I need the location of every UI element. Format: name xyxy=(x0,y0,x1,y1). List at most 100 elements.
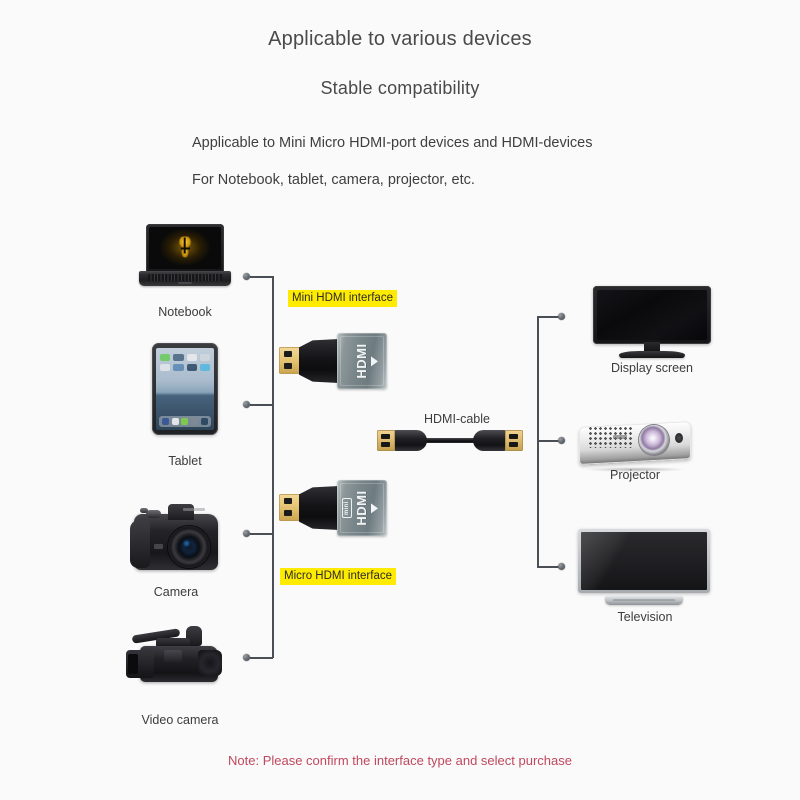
camera-shutter-button xyxy=(140,508,148,513)
source-label-notebook: Notebook xyxy=(158,305,212,319)
target-node-projector xyxy=(558,436,565,444)
tv-panel xyxy=(578,529,710,593)
purchase-note: Note: Please confirm the interface type … xyxy=(228,753,572,768)
micro-hdmi-plug xyxy=(279,494,301,521)
tablet-icon xyxy=(152,343,218,435)
camcorder-lens xyxy=(198,650,222,676)
connector-contact-bottom xyxy=(381,442,390,447)
adapter-hdmi-text: HDMI xyxy=(354,490,369,526)
projector-vent-grille xyxy=(588,426,634,448)
tablet-app-grid xyxy=(160,354,210,371)
laptop-icon xyxy=(139,224,231,286)
cable-connector-left xyxy=(377,430,395,451)
plug-contact-top xyxy=(284,498,292,504)
connector-contact-bottom xyxy=(509,442,518,447)
source-bracket-spine xyxy=(272,276,274,658)
projector-lens xyxy=(639,425,669,455)
source-label-video-camera: Video camera xyxy=(141,713,219,727)
adapter-shell: mini HDMI xyxy=(337,480,387,536)
tv-icon xyxy=(578,529,710,605)
target-label-projector: Projector xyxy=(609,468,661,482)
camcorder-top-handle xyxy=(156,638,190,648)
laptop-touchpad xyxy=(178,282,192,284)
micro-hdmi-tag-label: Micro HDMI interface xyxy=(280,568,396,585)
adapter-size-text: mini xyxy=(342,498,352,518)
camcorder-viewfinder-hood xyxy=(126,650,154,678)
monitor-icon xyxy=(593,286,711,358)
adapter-neck xyxy=(299,486,339,530)
tv-base xyxy=(605,596,683,605)
description-line-1: Applicable to Mini Micro HDMI-port devic… xyxy=(192,135,593,151)
adapter-markings: HDMI xyxy=(354,343,378,379)
camera-lens xyxy=(168,526,210,568)
camcorder-icon xyxy=(120,620,232,692)
cable-boot-right xyxy=(473,430,507,451)
target-node-display xyxy=(558,312,565,320)
tablet-screen xyxy=(156,348,214,430)
camera-viewfinder-hump xyxy=(168,504,194,520)
micro-hdmi-tag: Micro HDMI interface xyxy=(280,566,396,585)
adapter-hdmi-text: HDMI xyxy=(354,343,369,379)
source-node-video-camera xyxy=(243,653,250,661)
target-stub-projector xyxy=(537,440,561,442)
cable-wire xyxy=(407,438,495,443)
projector-ir-sensor xyxy=(675,433,683,443)
camera-icon xyxy=(128,500,224,572)
hdmi-cable-label: HDMI-cable xyxy=(424,412,490,426)
camcorder-mic-mount xyxy=(186,626,202,646)
mini-hdmi-plug xyxy=(279,347,301,374)
camera-brand-badge xyxy=(183,508,205,511)
source-stub-tablet xyxy=(250,404,273,406)
adapter-triangle-icon xyxy=(371,356,378,366)
adapter-triangle-icon xyxy=(371,503,378,513)
adapter-shell: HDMI xyxy=(337,333,387,389)
mini-hdmi-tag: Mini HDMI interface xyxy=(288,288,397,307)
laptop-screen xyxy=(149,227,221,269)
page-subtitle: Stable compatibility xyxy=(320,78,480,98)
micro-hdmi-adapter-icon: mini HDMI xyxy=(279,480,389,536)
target-label-display-screen: Display screen xyxy=(611,361,693,375)
connector-contact-top xyxy=(509,434,518,439)
adapter-neck xyxy=(299,339,339,383)
projector-icon xyxy=(579,418,691,472)
page-title: Applicable to various devices xyxy=(268,28,532,50)
source-label-camera: Camera xyxy=(153,585,199,599)
mini-hdmi-tag-label: Mini HDMI interface xyxy=(288,290,397,307)
source-label-tablet: Tablet xyxy=(168,454,202,468)
source-node-tablet xyxy=(243,400,250,408)
camera-grip xyxy=(130,520,150,568)
tv-screen xyxy=(581,532,707,590)
laptop-keyboard xyxy=(148,274,222,281)
monitor-panel xyxy=(593,286,711,344)
monitor-neck xyxy=(644,342,660,351)
target-node-television xyxy=(558,562,565,570)
connector-contact-top xyxy=(381,434,390,439)
hdmi-cable-icon xyxy=(377,425,523,455)
source-stub-camera xyxy=(250,533,273,535)
plug-contact-top xyxy=(284,351,292,357)
camera-mode-dial xyxy=(146,510,161,518)
adapter-markings: mini HDMI xyxy=(342,490,378,526)
source-stub-video-camera xyxy=(250,657,273,659)
source-node-notebook xyxy=(243,272,250,280)
tablet-dock xyxy=(159,416,211,427)
laptop-lid xyxy=(146,224,224,272)
plug-contact-bottom xyxy=(284,363,292,369)
description-line-2: For Notebook, tablet, camera, projector,… xyxy=(192,172,475,188)
cable-boot-left xyxy=(393,430,427,451)
target-stub-television xyxy=(537,566,561,568)
projector-brand-badge xyxy=(613,435,627,439)
monitor-base xyxy=(619,351,685,358)
monitor-screen xyxy=(597,290,707,340)
laptop-base xyxy=(139,271,231,286)
projector-shadow xyxy=(585,467,685,472)
source-stub-notebook xyxy=(250,276,273,278)
camera-model-badge xyxy=(154,544,163,549)
plug-contact-bottom xyxy=(284,510,292,516)
alien-head-logo-icon xyxy=(177,236,193,258)
camcorder-lcd-panel xyxy=(164,650,182,662)
target-label-television: Television xyxy=(617,610,673,624)
source-node-camera xyxy=(243,529,250,537)
tablet-wallpaper xyxy=(156,348,214,430)
